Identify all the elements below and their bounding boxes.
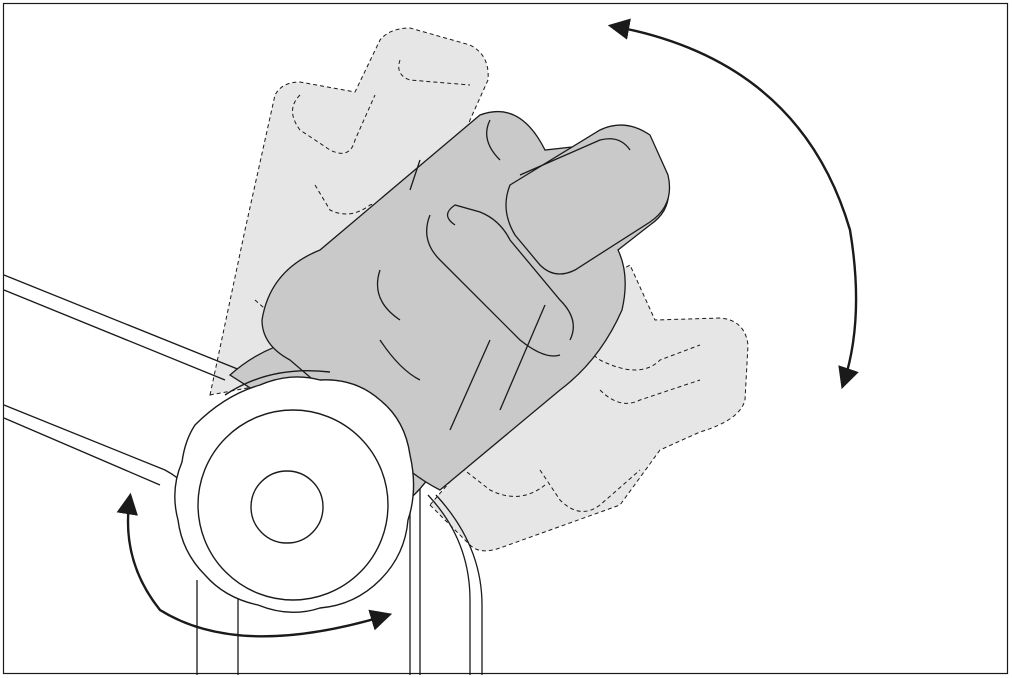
ghost-contour-8 (444, 454, 546, 497)
ghost-contour-6 (539, 469, 641, 512)
clamp-knob (174, 369, 415, 614)
knob-center (250, 470, 324, 544)
ghost-contour-2 (398, 59, 471, 86)
rotation-arrow-large (607, 18, 859, 390)
ghost-contour-3 (314, 179, 456, 215)
rotation-arrow-knob (116, 492, 393, 638)
ghost-contour-1 (292, 94, 376, 154)
ghost-contour-5 (599, 379, 701, 404)
